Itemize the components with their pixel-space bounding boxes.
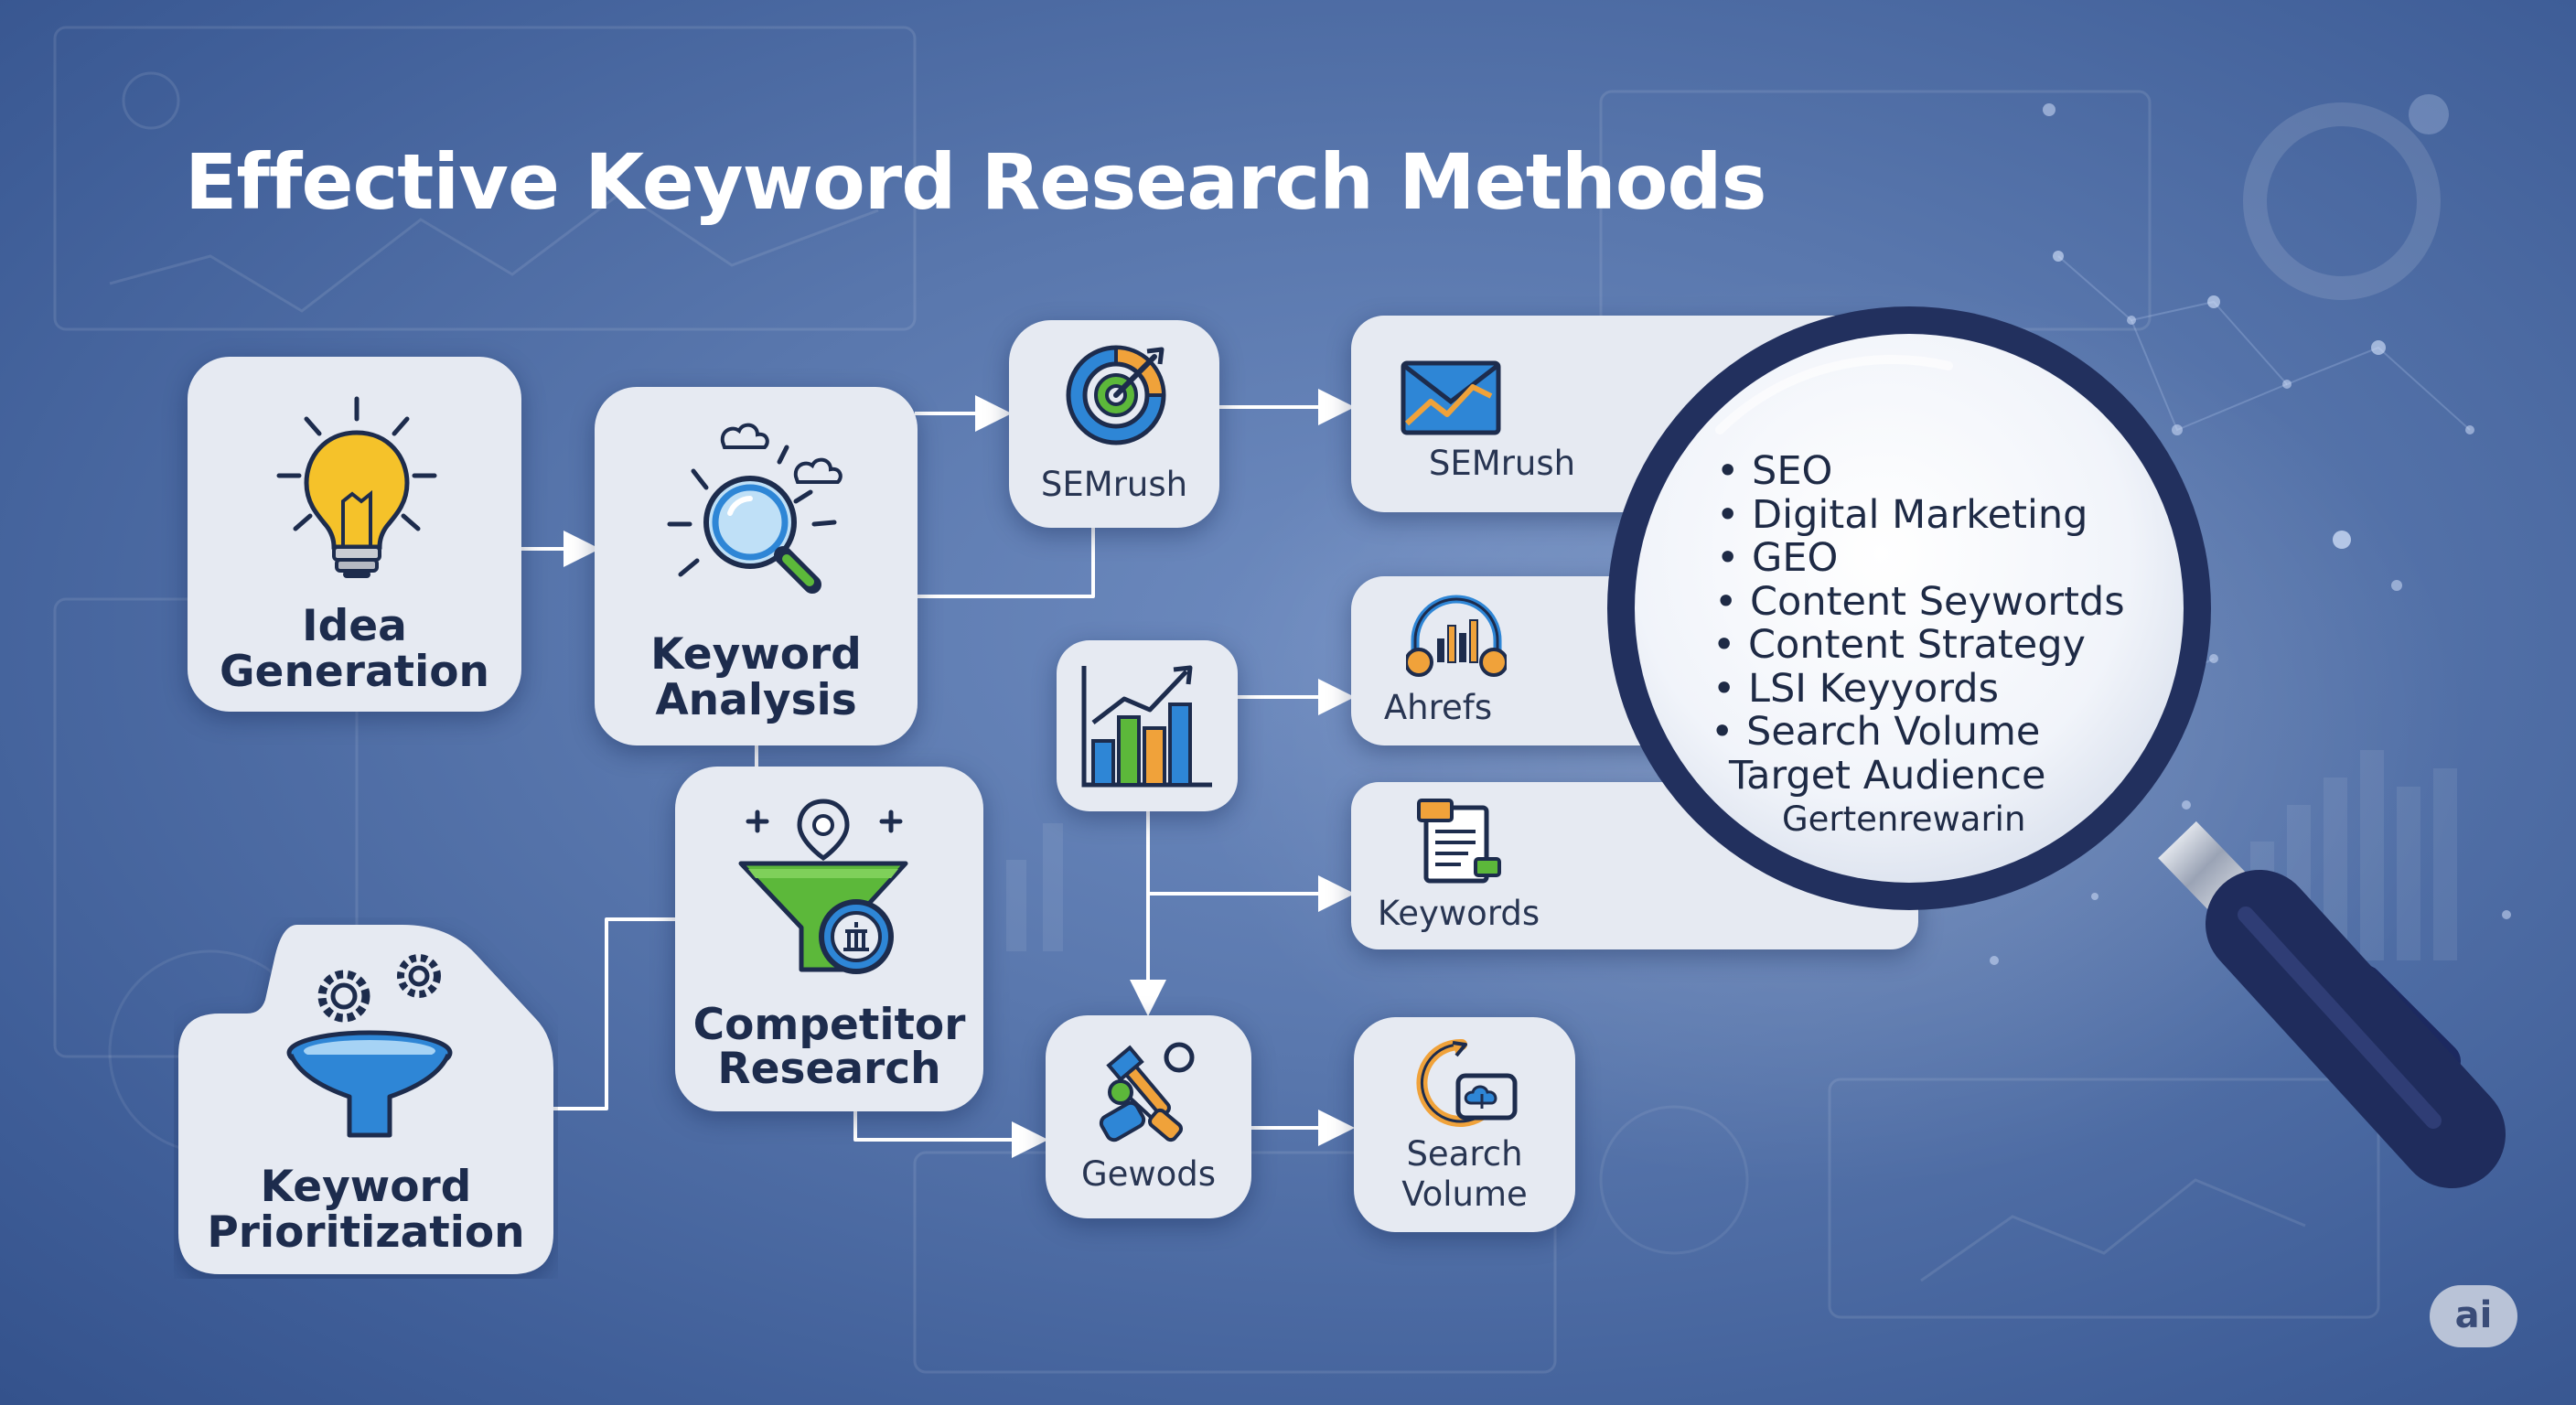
search-volume-card[interactable]: Search Volume — [1354, 1017, 1575, 1232]
idea-generation-label-2: Generation — [219, 647, 489, 697]
search-cloud-icon — [1416, 1038, 1518, 1127]
document-list-icon — [1417, 799, 1501, 884]
idea-generation-card[interactable]: Idea Generation — [188, 357, 521, 712]
keyword-prioritization-label-1: Keyword — [260, 1162, 472, 1212]
semrush-tool-label: SEMrush — [1428, 444, 1576, 483]
connector-analysis-to-semrush-elbow — [915, 526, 1095, 598]
list-item: • LSI Keyyords — [1712, 665, 1999, 712]
list-item: • Digital Marketing — [1716, 491, 2088, 538]
list-item: • Content Strategy — [1712, 622, 2086, 668]
keyword-analysis-label-1: Keyword — [650, 629, 862, 680]
target-icon — [1066, 345, 1166, 445]
magnifier-handle — [2158, 820, 2506, 1188]
keyword-prioritization-label-2: Prioritization — [207, 1207, 525, 1258]
lightbulb-icon — [276, 396, 437, 578]
search-volume-label-1: Search — [1406, 1134, 1523, 1174]
ai-badge: ai — [2430, 1285, 2517, 1347]
bar-chart-icon — [1081, 665, 1212, 788]
keyword-prioritization-card[interactable]: Keyword Prioritization — [174, 917, 558, 1279]
magnifier-keyword-list: • SEO • Digital Marketing • GEO • Conten… — [1711, 448, 2125, 842]
page-title: Effective Keyword Research Methods — [185, 137, 1767, 227]
list-item: • Search Volume — [1711, 709, 2041, 755]
keywords-label: Keywords — [1377, 894, 1540, 933]
funnel-pin-icon — [738, 799, 908, 974]
envelope-chart-icon — [1401, 360, 1501, 435]
list-item: • SEO — [1716, 448, 1833, 494]
keyword-analysis-label-2: Analysis — [655, 675, 857, 725]
headphones-chart-icon — [1406, 595, 1507, 677]
semrush-target-card[interactable]: SEMrush — [1009, 320, 1219, 528]
search-volume-label-2: Volume — [1401, 1174, 1528, 1214]
growth-chart-card[interactable] — [1057, 640, 1238, 811]
magnifier-lens — [1635, 334, 2184, 883]
list-item: • GEO — [1716, 535, 1839, 581]
list-item: Gertenrewarin — [1782, 799, 2026, 839]
competitor-research-card[interactable]: Competitor Research — [675, 767, 983, 1111]
gewods-label: Gewods — [1080, 1154, 1217, 1194]
keyword-analysis-card[interactable]: Keyword Analysis — [595, 387, 918, 745]
connector-competitor-to-gewods — [853, 1111, 1048, 1158]
funnel-gears-icon — [286, 954, 453, 1138]
competitor-research-label-1: Competitor — [692, 1000, 966, 1050]
semrush-target-label: SEMrush — [1040, 465, 1188, 504]
list-item: Target Audience — [1729, 752, 2046, 799]
idea-generation-label-1: Idea — [302, 601, 407, 651]
magnifier-icon — [667, 423, 843, 594]
list-item: • Content Seywortds — [1714, 578, 2125, 625]
tools-icon — [1099, 1042, 1195, 1142]
connector-prioritization-to-competitor — [553, 917, 675, 1110]
gewods-card[interactable]: Gewods — [1046, 1015, 1251, 1218]
ahrefs-label: Ahrefs — [1383, 688, 1493, 727]
competitor-research-label-2: Research — [717, 1044, 941, 1094]
